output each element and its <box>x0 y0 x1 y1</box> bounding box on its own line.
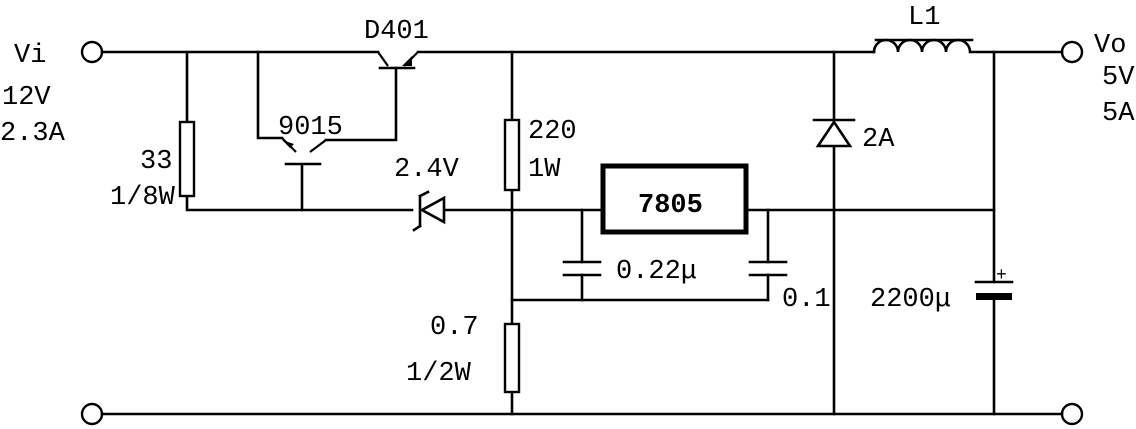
resistor-0-7 <box>503 322 521 394</box>
transistor-d401 <box>377 51 419 70</box>
output-label: Vo <box>1094 31 1126 61</box>
c2200-label: 2200μ <box>870 285 951 315</box>
output-terminal-top <box>1060 40 1084 64</box>
input-terminal-top <box>80 40 104 64</box>
zener-label: 2.4V <box>394 155 460 185</box>
transistor-9015 <box>281 137 327 166</box>
capacitor-0-1 <box>748 260 788 277</box>
capacitor-2200 <box>974 280 1014 300</box>
r220-value: 220 <box>528 117 577 147</box>
r33-value: 33 <box>140 147 172 177</box>
input-terminal-bottom <box>80 402 104 426</box>
c022-label: 0.22μ <box>616 257 697 287</box>
resistor-220 <box>503 118 521 192</box>
r220-power: 1W <box>528 155 561 185</box>
capacitor-0-22 <box>562 260 602 277</box>
diode-2a-label: 2A <box>862 125 895 155</box>
diode-2a <box>812 118 856 148</box>
input-voltage: 12V <box>2 83 51 113</box>
output-terminal-bottom <box>1060 402 1084 426</box>
output-current: 5A <box>1102 99 1135 129</box>
regulator-label: 7805 <box>638 191 703 221</box>
c2200-polarity: + <box>996 266 1007 286</box>
qd401-label: D401 <box>364 17 429 47</box>
r07-power: 1/2W <box>406 359 472 389</box>
inductor-label: L1 <box>908 3 940 33</box>
input-label: Vi <box>14 41 46 71</box>
q9015-label: 9015 <box>278 113 343 143</box>
c01-label: 0.1 <box>782 285 831 315</box>
r33-power: 1/8W <box>110 183 176 213</box>
input-current: 2.3A <box>0 119 66 149</box>
inductor-l1 <box>872 38 974 54</box>
regulator-7805 <box>600 163 749 235</box>
zener-diode <box>412 190 446 232</box>
resistor-33 <box>178 120 196 198</box>
r07-value: 0.7 <box>430 313 479 343</box>
output-voltage: 5V <box>1102 63 1135 93</box>
wires <box>100 50 1064 416</box>
